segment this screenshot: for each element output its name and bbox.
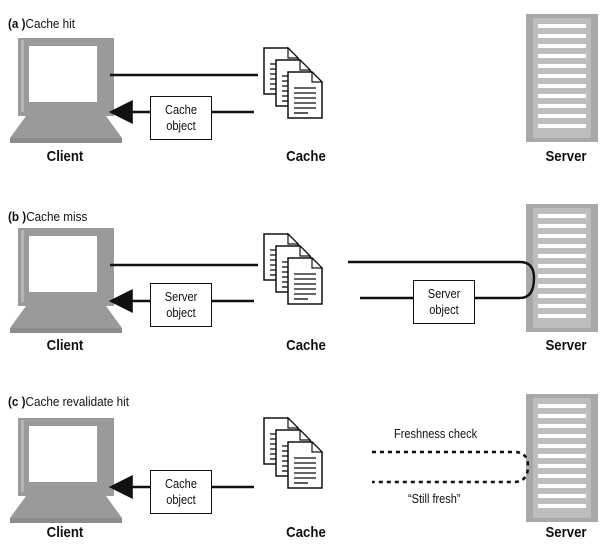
server-label: Server xyxy=(545,337,587,354)
server-icon xyxy=(526,204,598,332)
server-icon xyxy=(526,14,598,142)
cache-documents-icon xyxy=(264,234,322,304)
server-icon xyxy=(526,394,598,522)
server-label: Server xyxy=(545,524,587,541)
panel-a xyxy=(10,14,598,143)
cache-label: Cache xyxy=(286,524,326,541)
still-fresh-label: “Still fresh” xyxy=(408,492,461,506)
client-computer-icon xyxy=(10,418,122,523)
freshness-check-dotted-arrow xyxy=(372,450,530,484)
server-roundtrip-arrow xyxy=(348,260,536,300)
panel-c xyxy=(10,394,598,523)
panel-b xyxy=(10,204,598,333)
panel-b-title: (b )Cache miss xyxy=(8,209,88,224)
client-computer-icon xyxy=(10,38,122,143)
client-computer-icon xyxy=(10,228,122,333)
client-label: Client xyxy=(46,337,84,354)
client-label: Client xyxy=(46,148,84,165)
client-label: Client xyxy=(46,524,84,541)
freshness-check-label: Freshness check xyxy=(394,427,478,441)
cache-documents-icon xyxy=(264,48,322,118)
cache-label: Cache xyxy=(286,148,326,165)
panel-a-title: (a )Cache hit xyxy=(8,16,75,31)
server-label: Server xyxy=(545,148,587,165)
cache-documents-icon xyxy=(264,418,322,488)
cache-label: Cache xyxy=(286,337,326,354)
panel-c-title: (c )Cache revalidate hit xyxy=(8,394,129,409)
